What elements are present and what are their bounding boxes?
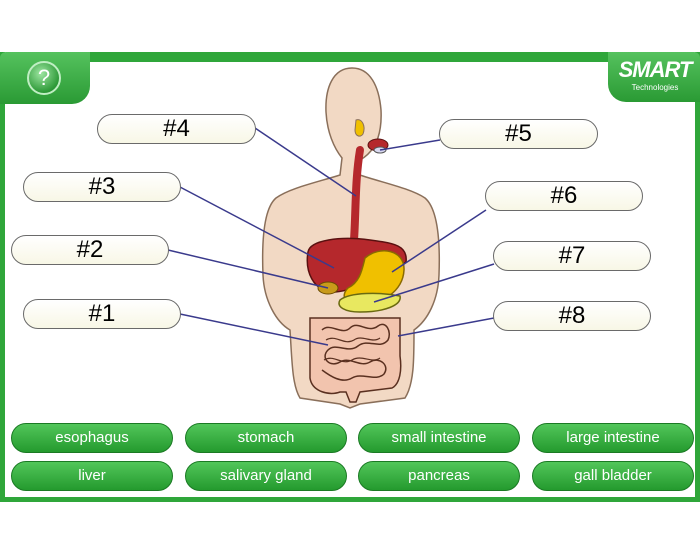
term-label: small intestine [391,429,486,446]
term-button-gall-bladder[interactable]: gall bladder [532,461,694,491]
term-label: large intestine [566,429,659,446]
ear [355,120,364,136]
label-text-2: #2 [77,236,104,263]
term-button-salivary-gland[interactable]: salivary gland [185,461,347,491]
term-button-esophagus[interactable]: esophagus [11,423,173,453]
label-box-6[interactable]: #6 [485,181,643,211]
term-label: liver [78,467,106,484]
label-text-7: #7 [559,242,586,269]
label-box-3[interactable]: #3 [23,172,181,202]
label-text-1: #1 [89,300,116,327]
term-button-large-intestine[interactable]: large intestine [532,423,694,453]
label-text-5: #5 [505,120,532,147]
term-label: gall bladder [574,467,652,484]
label-text-3: #3 [89,173,116,200]
label-text-8: #8 [559,302,586,329]
label-box-7[interactable]: #7 [493,241,651,271]
term-label: esophagus [55,429,128,446]
label-text-6: #6 [551,182,578,209]
label-text-4: #4 [163,115,190,142]
label-box-8[interactable]: #8 [493,301,651,331]
label-box-5[interactable]: #5 [439,119,598,149]
term-label: pancreas [408,467,470,484]
term-button-stomach[interactable]: stomach [185,423,347,453]
term-button-pancreas[interactable]: pancreas [358,461,520,491]
label-box-1[interactable]: #1 [23,299,181,329]
leader-line-5 [380,140,440,150]
label-box-4[interactable]: #4 [97,114,256,144]
term-button-liver[interactable]: liver [11,461,173,491]
term-label: stomach [238,429,295,446]
term-label: salivary gland [220,467,312,484]
term-button-small-intestine[interactable]: small intestine [358,423,520,453]
label-box-2[interactable]: #2 [11,235,169,265]
